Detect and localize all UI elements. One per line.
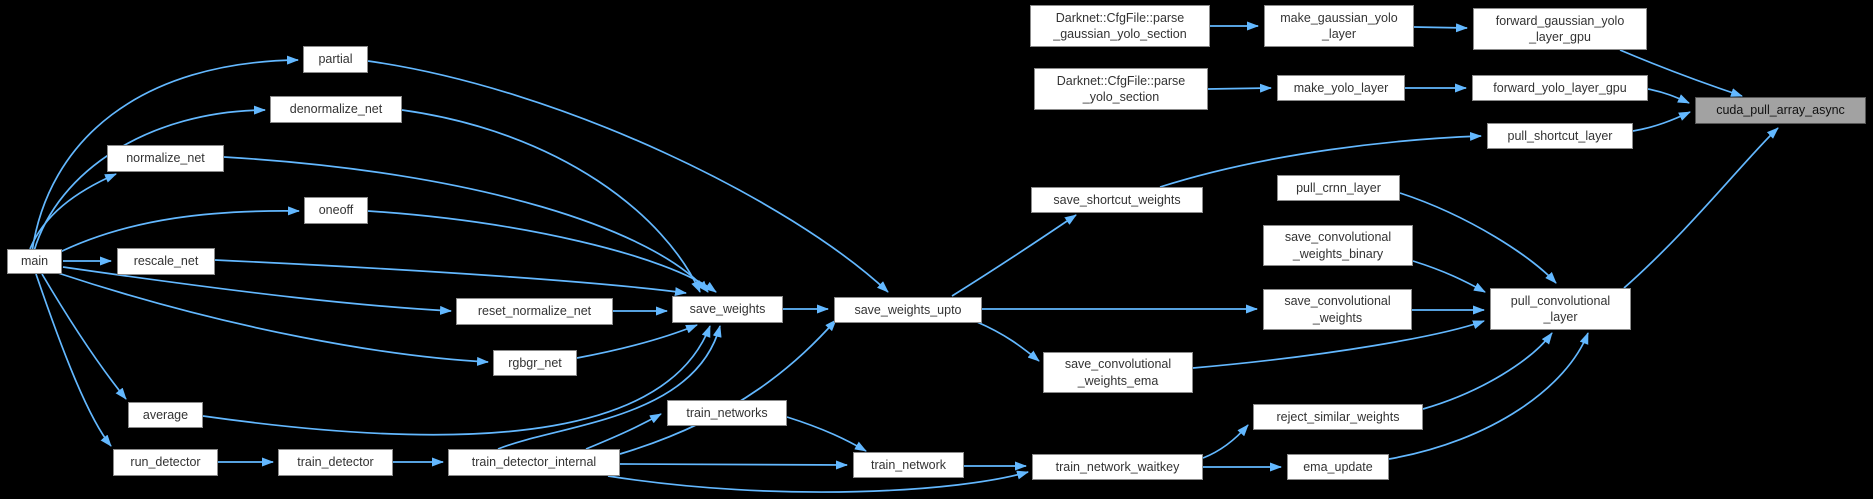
edge-train_detector_internal--train_networks [585,413,662,450]
edge-reject_similar_weights--pull_convolutional_layer [1422,332,1553,410]
node-make_yolo_layer[interactable]: make_yolo_layer [1277,75,1405,101]
edge-main--oneoff [51,206,300,257]
edge-main--normalize_net [29,173,117,250]
node-save_weights_upto[interactable]: save_weights_upto [834,297,982,323]
edge-save_weights_upto--save_shortcut_weights [951,214,1077,297]
node-save_convolutional_weights_binary[interactable]: save_convolutional _weights_binary [1263,225,1413,266]
node-save_weights[interactable]: save_weights [672,296,783,323]
node-forward_yolo_layer_gpu[interactable]: forward_yolo_layer_gpu [1472,75,1648,101]
edge-rescale_net--save_weights [214,259,687,297]
node-average[interactable]: average [128,402,203,428]
edge-forward_yolo_layer_gpu--cuda_pull_array_async [1647,88,1690,104]
node-pull_convolutional_layer[interactable]: pull_convolutional _layer [1490,288,1631,330]
node-rgbgr_net[interactable]: rgbgr_net [493,350,577,376]
edge-main--partial [31,55,299,253]
node-rescale_net[interactable]: rescale_net [117,248,215,275]
edge-main--run_detector [35,273,112,447]
edge-main--rgbgr_net [57,272,489,366]
node-forward_gaussian_yolo_layer_gpu[interactable]: forward_gaussian_yolo _layer_gpu [1473,8,1647,50]
edge-save_convolutional_weights_ema--pull_convolutional_layer [1192,320,1485,369]
node-train_detector_internal[interactable]: train_detector_internal [448,449,620,476]
edge-make_gaussian_yolo_layer--forward_gaussian_yolo_layer_gpu [1413,23,1468,33]
edge-ema_update--pull_convolutional_layer [1388,332,1589,460]
edge-rgbgr_net--save_weights [576,324,698,359]
edge-average--save_weights [202,325,711,436]
node-reject_similar_weights[interactable]: reject_similar_weights [1253,404,1423,430]
edge-main--average [41,273,127,400]
edge-oneoff--save_weights [367,210,717,293]
node-denormalize_net[interactable]: denormalize_net [270,96,402,123]
node-train_networks[interactable]: train_networks [667,400,787,426]
node-train_network_waitkey[interactable]: train_network_waitkey [1032,454,1203,480]
node-save_convolutional_weights_ema[interactable]: save_convolutional _weights_ema [1043,352,1193,393]
edge-save_convolutional_weights_binary--pull_convolutional_layer [1412,260,1486,293]
edge-save_shortcut_weights--pull_shortcut_layer [1159,131,1482,188]
node-oneoff[interactable]: oneoff [304,197,368,224]
node-save_convolutional_weights[interactable]: save_convolutional _weights [1263,289,1412,330]
node-cuda_pull_array_async[interactable]: cuda_pull_array_async [1695,97,1866,124]
node-reset_normalize_net[interactable]: reset_normalize_net [456,298,613,325]
node-parse_gaussian_yolo_section[interactable]: Darknet::CfgFile::parse _gaussian_yolo_s… [1030,5,1210,47]
node-parse_yolo_section[interactable]: Darknet::CfgFile::parse _yolo_section [1034,68,1208,110]
edge-forward_gaussian_yolo_layer_gpu--cuda_pull_array_async [1619,49,1743,97]
edge-train_detector_internal--train_network [619,460,848,470]
edge-train_detector_internal--save_weights_upto [619,319,837,455]
node-ema_update[interactable]: ema_update [1287,454,1389,480]
edge-train_networks--train_network [786,416,867,452]
edge-denormalize_net--save_weights [401,109,701,293]
node-train_detector[interactable]: train_detector [278,449,393,476]
edge-train_detector_internal--train_network_waitkey [607,470,1029,493]
edge-normalize_net--save_weights [223,156,709,293]
edge-parse_yolo_section--make_yolo_layer [1207,83,1272,93]
edge-partial--save_weights_upto [367,60,889,293]
node-run_detector[interactable]: run_detector [113,449,218,476]
edge-pull_crnn_layer--pull_convolutional_layer [1399,192,1557,284]
node-partial[interactable]: partial [303,46,368,73]
node-pull_shortcut_layer[interactable]: pull_shortcut_layer [1487,123,1633,149]
edge-train_network_waitkey--reject_similar_weights [1202,424,1249,459]
node-normalize_net[interactable]: normalize_net [107,145,224,172]
edge-main--reset_normalize_net [62,266,452,315]
node-pull_crnn_layer[interactable]: pull_crnn_layer [1277,175,1400,201]
node-save_shortcut_weights[interactable]: save_shortcut_weights [1031,187,1203,213]
node-train_network[interactable]: train_network [853,452,964,478]
edge-pull_shortcut_layer--cuda_pull_array_async [1632,111,1691,132]
edge-train_detector_internal--save_weights [497,325,722,450]
edge-pull_convolutional_layer--cuda_pull_array_async [1623,127,1779,289]
edge-main--denormalize_net [33,105,266,252]
node-main[interactable]: main [7,249,62,274]
edge-save_weights_upto--save_convolutional_weights_ema [976,321,1040,362]
node-make_gaussian_yolo_layer[interactable]: make_gaussian_yolo _layer [1264,5,1414,47]
